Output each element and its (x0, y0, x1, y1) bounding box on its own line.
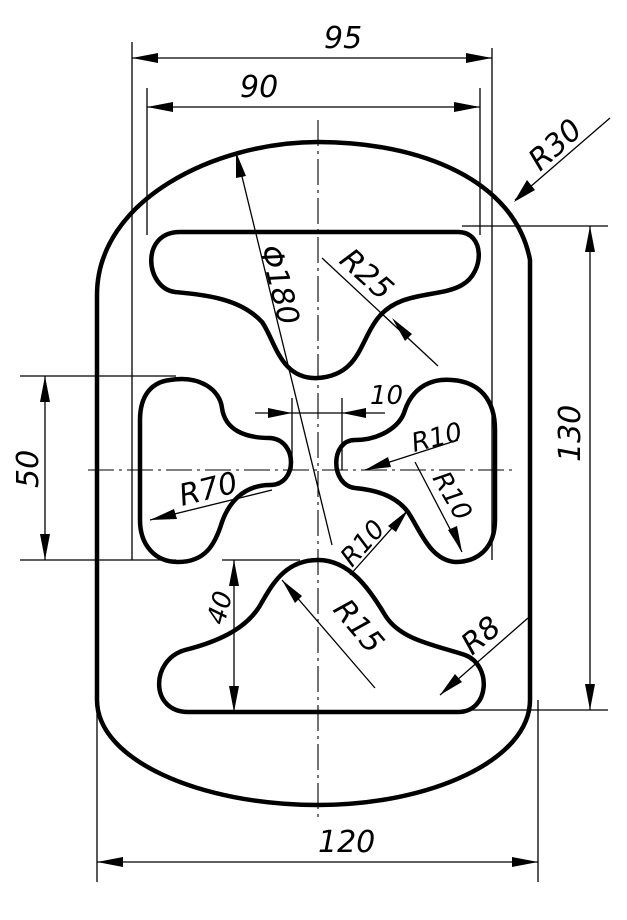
dim-r10-bottom-label: R10 (335, 515, 392, 573)
dim-120-arrow-left (97, 857, 123, 867)
dim-r15-arrow (282, 580, 302, 603)
right-lobe (334, 377, 498, 565)
dim-r10-right-arrow (448, 526, 462, 552)
dim-50-label: 50 (11, 450, 46, 488)
dim-r25-leader (321, 257, 439, 367)
dim-r15-label: R15 (326, 593, 391, 661)
dim-d180-arrow (236, 152, 246, 178)
dim-95-label: 95 (324, 21, 362, 56)
dim-r8-arrow (440, 674, 462, 695)
dim-10-label: 10 (370, 381, 403, 411)
dim-r10-top-arrow (365, 457, 391, 470)
dim-90-arrow-right (454, 102, 480, 112)
dim-10-arrow-left (268, 408, 292, 418)
dim-r10-right-label: R10 (426, 467, 478, 526)
dim-90-label: 90 (240, 70, 278, 105)
dim-40-arrow-bottom (229, 686, 239, 712)
dim-130-label: 130 (553, 405, 588, 462)
left-lobe (137, 376, 294, 565)
dim-r25-arrow (392, 318, 412, 341)
dim-50-arrow-top (40, 376, 50, 402)
dim-90-arrow-left (147, 102, 173, 112)
dim-40-arrow-top (229, 560, 239, 586)
dim-d180-label: Φ180 (252, 241, 306, 328)
dim-120-label: 120 (318, 825, 375, 860)
dim-50-arrow-bottom (40, 534, 50, 560)
dim-r10-bottom-arrow (388, 510, 408, 532)
outer-contour (94, 139, 533, 808)
dim-r30-arrow (514, 180, 535, 202)
top-slot (149, 229, 481, 381)
dim-r70-arrow (150, 509, 177, 520)
dim-r30-label: R30 (522, 112, 589, 178)
dim-10-arrow-right (342, 408, 366, 418)
dim-d180-line (235, 151, 333, 546)
bottom-slot (156, 557, 486, 715)
dim-95-arrow-right (466, 53, 492, 63)
dim-95-arrow-left (132, 53, 158, 63)
dim-130-arrow-top (585, 226, 595, 252)
dim-120-arrow-right (512, 857, 538, 867)
dim-r10-top-label: R10 (408, 417, 465, 458)
dim-130-arrow-bottom (585, 684, 595, 710)
dim-r25-label: R25 (333, 242, 400, 308)
